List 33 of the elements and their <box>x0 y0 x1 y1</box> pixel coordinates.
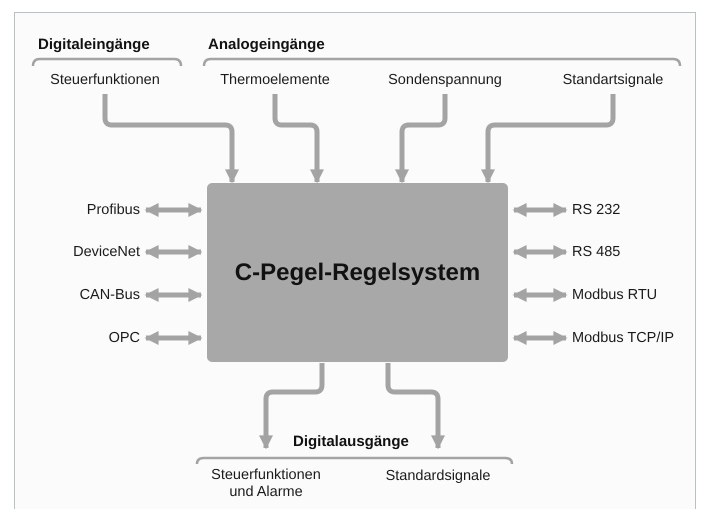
arrow <box>144 245 202 259</box>
arrow <box>102 94 239 184</box>
signal-label: Standardsignale <box>386 468 490 484</box>
group-heading: Analogeingänge <box>208 36 325 53</box>
system-box <box>207 183 508 362</box>
signal-label: Thermoelemente <box>220 72 330 88</box>
signal-label: Profibus <box>86 202 140 218</box>
arrow <box>481 94 616 184</box>
arrow <box>144 203 202 217</box>
signal-label: Standartsignale <box>562 72 664 88</box>
signal-label: DeviceNet <box>73 244 140 260</box>
signal-label: Modbus RTU <box>572 286 658 304</box>
arrow <box>512 288 568 302</box>
arrow <box>512 203 568 217</box>
group-heading: Digitaleingänge <box>38 36 150 53</box>
arrow <box>395 94 448 184</box>
signal-label: RS 485 <box>572 244 620 260</box>
signal-label: Sondenspannung <box>388 72 502 88</box>
signal-label: RS 232 <box>572 202 620 218</box>
arrow <box>144 288 202 302</box>
arrow <box>386 363 445 450</box>
arrow <box>512 245 568 259</box>
signal-label: Modbus TCP/IP <box>572 330 674 346</box>
arrow <box>272 94 324 184</box>
signal-label: Steuerfunktionen <box>50 72 160 88</box>
arrow <box>512 331 568 345</box>
signal-label: OPC <box>108 330 140 346</box>
arrow <box>144 331 202 345</box>
signal-label: Steuerfunktionen und Alarme <box>210 467 322 501</box>
system-title: C-Pegel-Regelsystem <box>234 258 480 286</box>
arrow <box>259 363 324 450</box>
signal-label: CAN-Bus <box>80 286 140 304</box>
group-heading: Digitalausgänge <box>293 433 409 450</box>
